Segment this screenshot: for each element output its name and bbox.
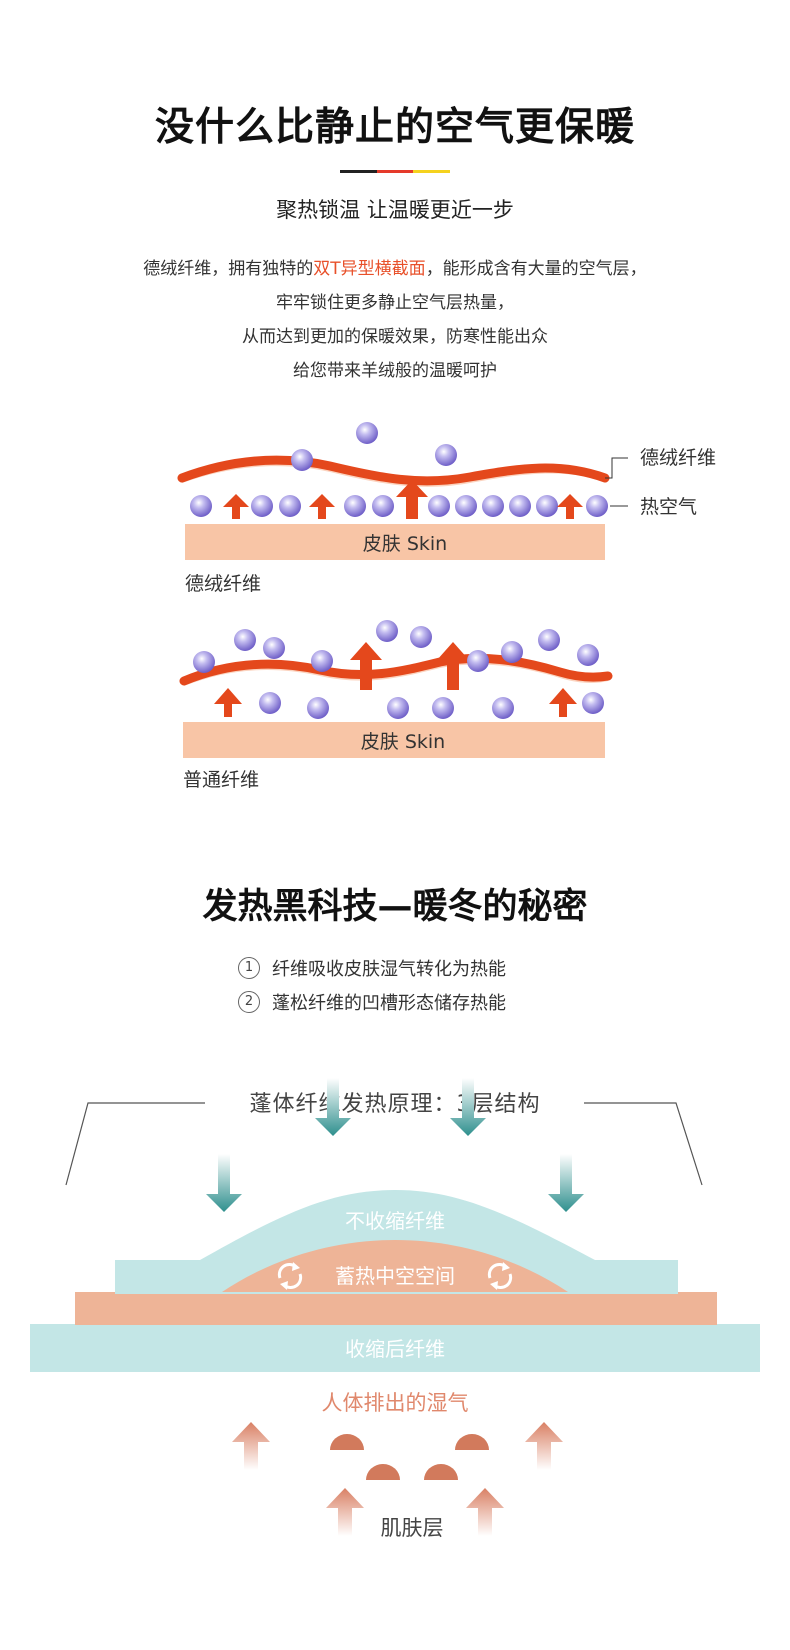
- swirl-icon: [277, 1262, 303, 1290]
- point-2: 2 蓬松纤维的凹槽形态储存热能: [238, 989, 506, 1015]
- section1-title: 没什么比静止的空气更保暖: [154, 105, 635, 150]
- paragraph-line-4: 给您带来羊绒般的温暖呵护: [293, 361, 497, 381]
- air-bubble: [190, 495, 212, 517]
- air-bubble: [344, 495, 366, 517]
- intro-paragraph: 德绒纤维，拥有独特的双T异型横截面，能形成含有大量的空气层， 牢牢锁住更多静止空…: [0, 252, 790, 388]
- structure-diagram: 不收缩纤维 蓄热中空空间 收缩后纤维 人体排出的湿气 肌肤层: [30, 1078, 760, 1540]
- air-bubble: [259, 692, 281, 714]
- air-bubble: [372, 495, 394, 517]
- layer-bottom-label: 收缩后纤维: [345, 1337, 445, 1361]
- paragraph-line-1: 德绒纤维，拥有独特的双T异型横截面，能形成含有大量的空气层，: [0, 252, 790, 286]
- heat-up-arrow: [309, 494, 335, 519]
- point-number: 1: [238, 957, 260, 979]
- point-text: 蓬松纤维的凹槽形态储存热能: [272, 993, 506, 1014]
- structure-title: 蓬体纤维发热原理：3层结构: [249, 1092, 541, 1117]
- ordinary-fiber-wave: [179, 653, 613, 686]
- caption-ordinary: 普通纤维: [183, 769, 259, 791]
- ordinary-diagram: 皮肤 Skin 普通纤维: [179, 620, 613, 791]
- air-bubble: [501, 641, 523, 663]
- heat-up-arrow: [223, 494, 249, 519]
- air-bubble: [536, 495, 558, 517]
- air-bubble: [356, 422, 378, 444]
- point-text: 纤维吸收皮肤湿气转化为热能: [272, 959, 506, 980]
- rule-red: [376, 170, 414, 173]
- callout-fiber-label: 德绒纤维: [640, 447, 716, 469]
- line1-suffix: ，能形成含有大量的空气层，: [425, 259, 647, 279]
- middle-band: [75, 1292, 717, 1325]
- down-arrow-icon: [206, 1154, 242, 1212]
- air-bubble: [279, 495, 301, 517]
- bracket-right: [584, 1102, 703, 1186]
- point-1: 1 纤维吸收皮肤湿气转化为热能: [238, 955, 506, 981]
- layer-top-label: 不收缩纤维: [345, 1209, 445, 1233]
- air-bubble: [387, 697, 409, 719]
- section1-subtitle: 聚热锁温 让温暖更近一步: [276, 198, 514, 222]
- swirl-icon: [487, 1262, 513, 1290]
- callout-line-fiber: [605, 457, 628, 479]
- layer-middle-label: 蓄热中空空间: [335, 1264, 455, 1288]
- moisture-drop-icon: [330, 1434, 364, 1450]
- air-bubble: [455, 495, 477, 517]
- down-arrow-icon: [548, 1154, 584, 1212]
- air-bubble: [577, 644, 599, 666]
- heat-storage-space: [222, 1240, 568, 1292]
- caption-dexrong: 德绒纤维: [185, 573, 261, 595]
- skin-layer-top: [185, 524, 605, 560]
- dexrong-diagram: 皮肤 Skin 德绒纤维 热空气 德绒纤维: [177, 422, 716, 595]
- air-bubble: [492, 697, 514, 719]
- air-bubble: [538, 629, 560, 651]
- moisture-drop-icon: [455, 1434, 489, 1450]
- dexrong-fiber-wave: [177, 455, 610, 486]
- skin-label-bottom: 皮肤 Skin: [361, 731, 445, 753]
- line1-prefix: 德绒纤维，拥有独特的: [143, 259, 314, 279]
- air-bubble: [234, 629, 256, 651]
- paragraph-line-3: 从而达到更加的保暖效果，防寒性能出众: [242, 327, 548, 347]
- air-bubble: [428, 495, 450, 517]
- rule-black: [340, 170, 377, 173]
- air-bubble: [435, 444, 457, 466]
- point-number: 2: [238, 991, 260, 1013]
- air-bubble: [291, 449, 313, 471]
- air-bubble: [582, 692, 604, 714]
- air-bubble: [263, 637, 285, 659]
- up-arrow-icon: [466, 1488, 504, 1536]
- moisture-drop-icon: [366, 1464, 400, 1480]
- section2-title: 发热黑科技—暖冬的秘密: [202, 887, 588, 927]
- air-bubble: [193, 651, 215, 673]
- heat-escape-arrow: [437, 642, 469, 690]
- heat-up-arrow: [557, 494, 583, 519]
- moisture-drop-icon: [424, 1464, 458, 1480]
- air-bubble: [432, 697, 454, 719]
- line1-highlight: 双T异型横截面: [313, 259, 426, 279]
- down-arrow-icon: [450, 1078, 486, 1136]
- moisture-label: 人体排出的湿气: [322, 1391, 469, 1415]
- air-bubble: [467, 650, 489, 672]
- air-bubble: [509, 495, 531, 517]
- title-color-rule: [340, 170, 451, 173]
- skin-layer-label: 肌肤层: [381, 1516, 444, 1540]
- air-bubble: [482, 495, 504, 517]
- bracket-left: [65, 1102, 205, 1186]
- heat-escape-arrow: [350, 642, 382, 690]
- air-bubble: [251, 495, 273, 517]
- heat-up-arrow: [549, 688, 577, 717]
- air-bubble: [311, 650, 333, 672]
- up-arrow-icon: [525, 1422, 563, 1470]
- air-bubble: [307, 697, 329, 719]
- rule-yellow: [413, 170, 451, 173]
- air-bubble: [376, 620, 398, 642]
- up-arrow-icon: [326, 1488, 364, 1536]
- air-bubble: [586, 495, 608, 517]
- down-arrow-icon: [315, 1078, 351, 1136]
- air-bubble: [410, 626, 432, 648]
- shrunk-fiber-layer: [30, 1324, 760, 1372]
- paragraph-line-2: 牢牢锁住更多静止空气层热量，: [276, 293, 514, 313]
- heat-up-arrow: [396, 480, 428, 519]
- fiber-comparison-diagram: 皮肤 Skin 德绒纤维 热空气 德绒纤维 皮肤 Skin: [177, 422, 716, 791]
- heat-up-arrow: [214, 688, 242, 717]
- up-arrow-icon: [232, 1422, 270, 1470]
- skin-layer-bottom: [183, 722, 605, 758]
- skin-label-top: 皮肤 Skin: [363, 533, 447, 555]
- callout-air-label: 热空气: [640, 496, 697, 518]
